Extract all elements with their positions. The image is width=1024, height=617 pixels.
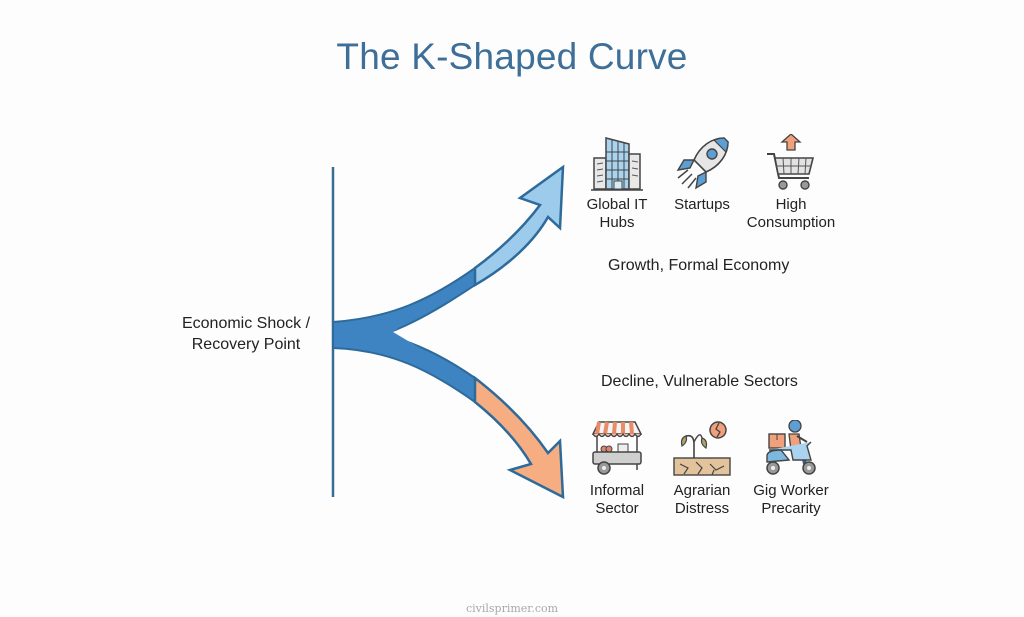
item-label-line1: Agrarian: [673, 482, 731, 499]
decline-section-label: Decline, Vulnerable Sectors: [601, 373, 798, 390]
delivery-scooter-icon: [766, 420, 816, 475]
watermark: civilsprimer.com: [465, 602, 559, 615]
shopping-cart-up-icon: [767, 134, 815, 190]
item-label-line1: Gig Worker: [753, 482, 829, 499]
item-label: Agrarian Distress: [657, 482, 747, 518]
branch-junction: [334, 296, 440, 360]
recovery-label-line1: Economic Shock /: [181, 315, 311, 332]
item-gig-worker-precarity: Gig Worker Precarity: [746, 420, 836, 518]
item-label: Gig Worker Precarity: [746, 482, 836, 518]
item-label-line2: Consumption: [746, 214, 836, 231]
diagram-title: The K-Shaped Curve: [336, 36, 688, 77]
item-label: Global IT Hubs: [572, 196, 662, 232]
item-label-line1: Global IT: [586, 196, 648, 213]
item-global-it-hubs: Global IT Hubs: [572, 134, 662, 232]
item-label-line2: Hubs: [599, 214, 635, 231]
recovery-point-label: Economic Shock / Recovery Point: [160, 313, 332, 355]
item-agrarian-distress: Agrarian Distress: [657, 420, 747, 518]
item-label: Informal Sector: [572, 482, 662, 518]
item-label-line2: Distress: [674, 500, 730, 517]
rocket-icon: [676, 137, 729, 190]
decline-arrow-tip: [473, 375, 565, 500]
item-high-consumption: High Consumption: [746, 134, 836, 232]
item-label-line1: High: [775, 196, 807, 213]
office-building-icon: [591, 137, 643, 191]
item-label: High Consumption: [746, 196, 836, 232]
growth-arrow-tip: [473, 164, 565, 288]
growth-section-label: Growth, Formal Economy: [608, 257, 790, 274]
wilting-plant-icon: [673, 421, 731, 476]
item-label-line1: Startups: [674, 196, 730, 213]
item-label-line1: Informal: [589, 482, 645, 499]
item-label-line2: Precarity: [761, 500, 821, 517]
street-vendor-cart-icon: [591, 421, 643, 475]
item-label-line2: Sector: [595, 500, 639, 517]
recovery-label-line2: Recovery Point: [191, 336, 301, 353]
item-startups: Startups: [657, 134, 747, 214]
item-label: Startups: [657, 196, 747, 214]
item-informal-sector: Informal Sector: [572, 420, 662, 518]
